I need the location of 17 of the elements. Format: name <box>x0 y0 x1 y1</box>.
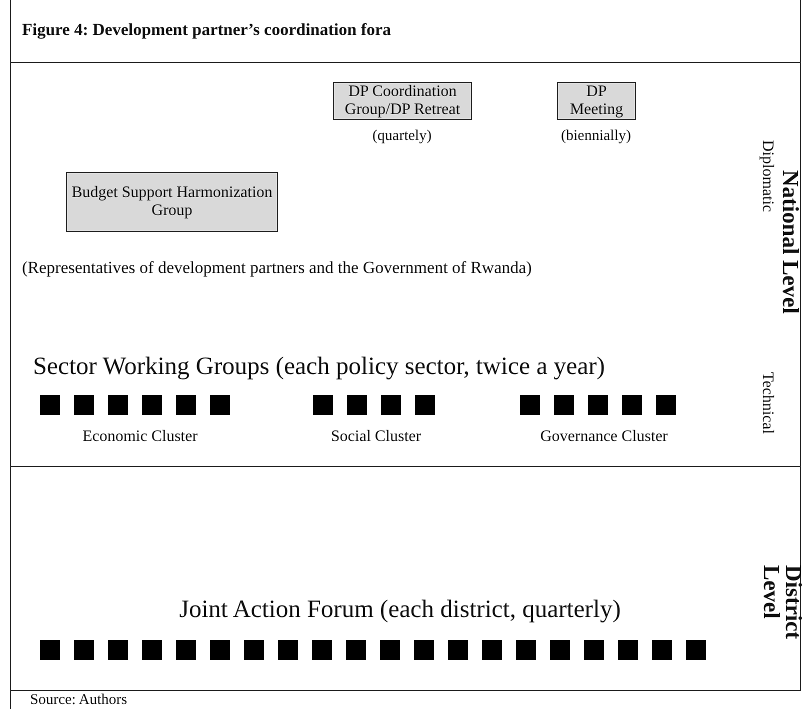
cluster-label: Governance Cluster <box>540 428 668 446</box>
note-text: (Representatives of development partners and the Government of Rwanda) <box>22 258 532 278</box>
source-note: Source: Authors <box>30 692 128 708</box>
forum-box: DP Coordination Group/DP Retreat <box>333 82 472 120</box>
level-label: Technical <box>758 372 776 434</box>
frequency-note: (biennially) <box>561 128 631 145</box>
cluster-label: Social Cluster <box>330 428 422 446</box>
forum-box: DP Meeting <box>557 82 636 120</box>
level-label: National Level <box>777 170 803 314</box>
forum-heading: Joint Action Forum (each district, quarterly) <box>179 596 621 624</box>
frequency-note: (quartely) <box>372 128 432 145</box>
level-label: District Level <box>760 565 804 642</box>
cluster-label: Economic Cluster <box>82 428 198 446</box>
forum-heading: Sector Working Groups (each policy sector, twice a year) <box>33 353 606 381</box>
figure-title: Figure 4: Development partner’s coordination fora <box>22 20 392 40</box>
forum-box: Budget Support Harmonization Group <box>66 172 278 232</box>
level-label: Diplomatic <box>758 140 776 212</box>
